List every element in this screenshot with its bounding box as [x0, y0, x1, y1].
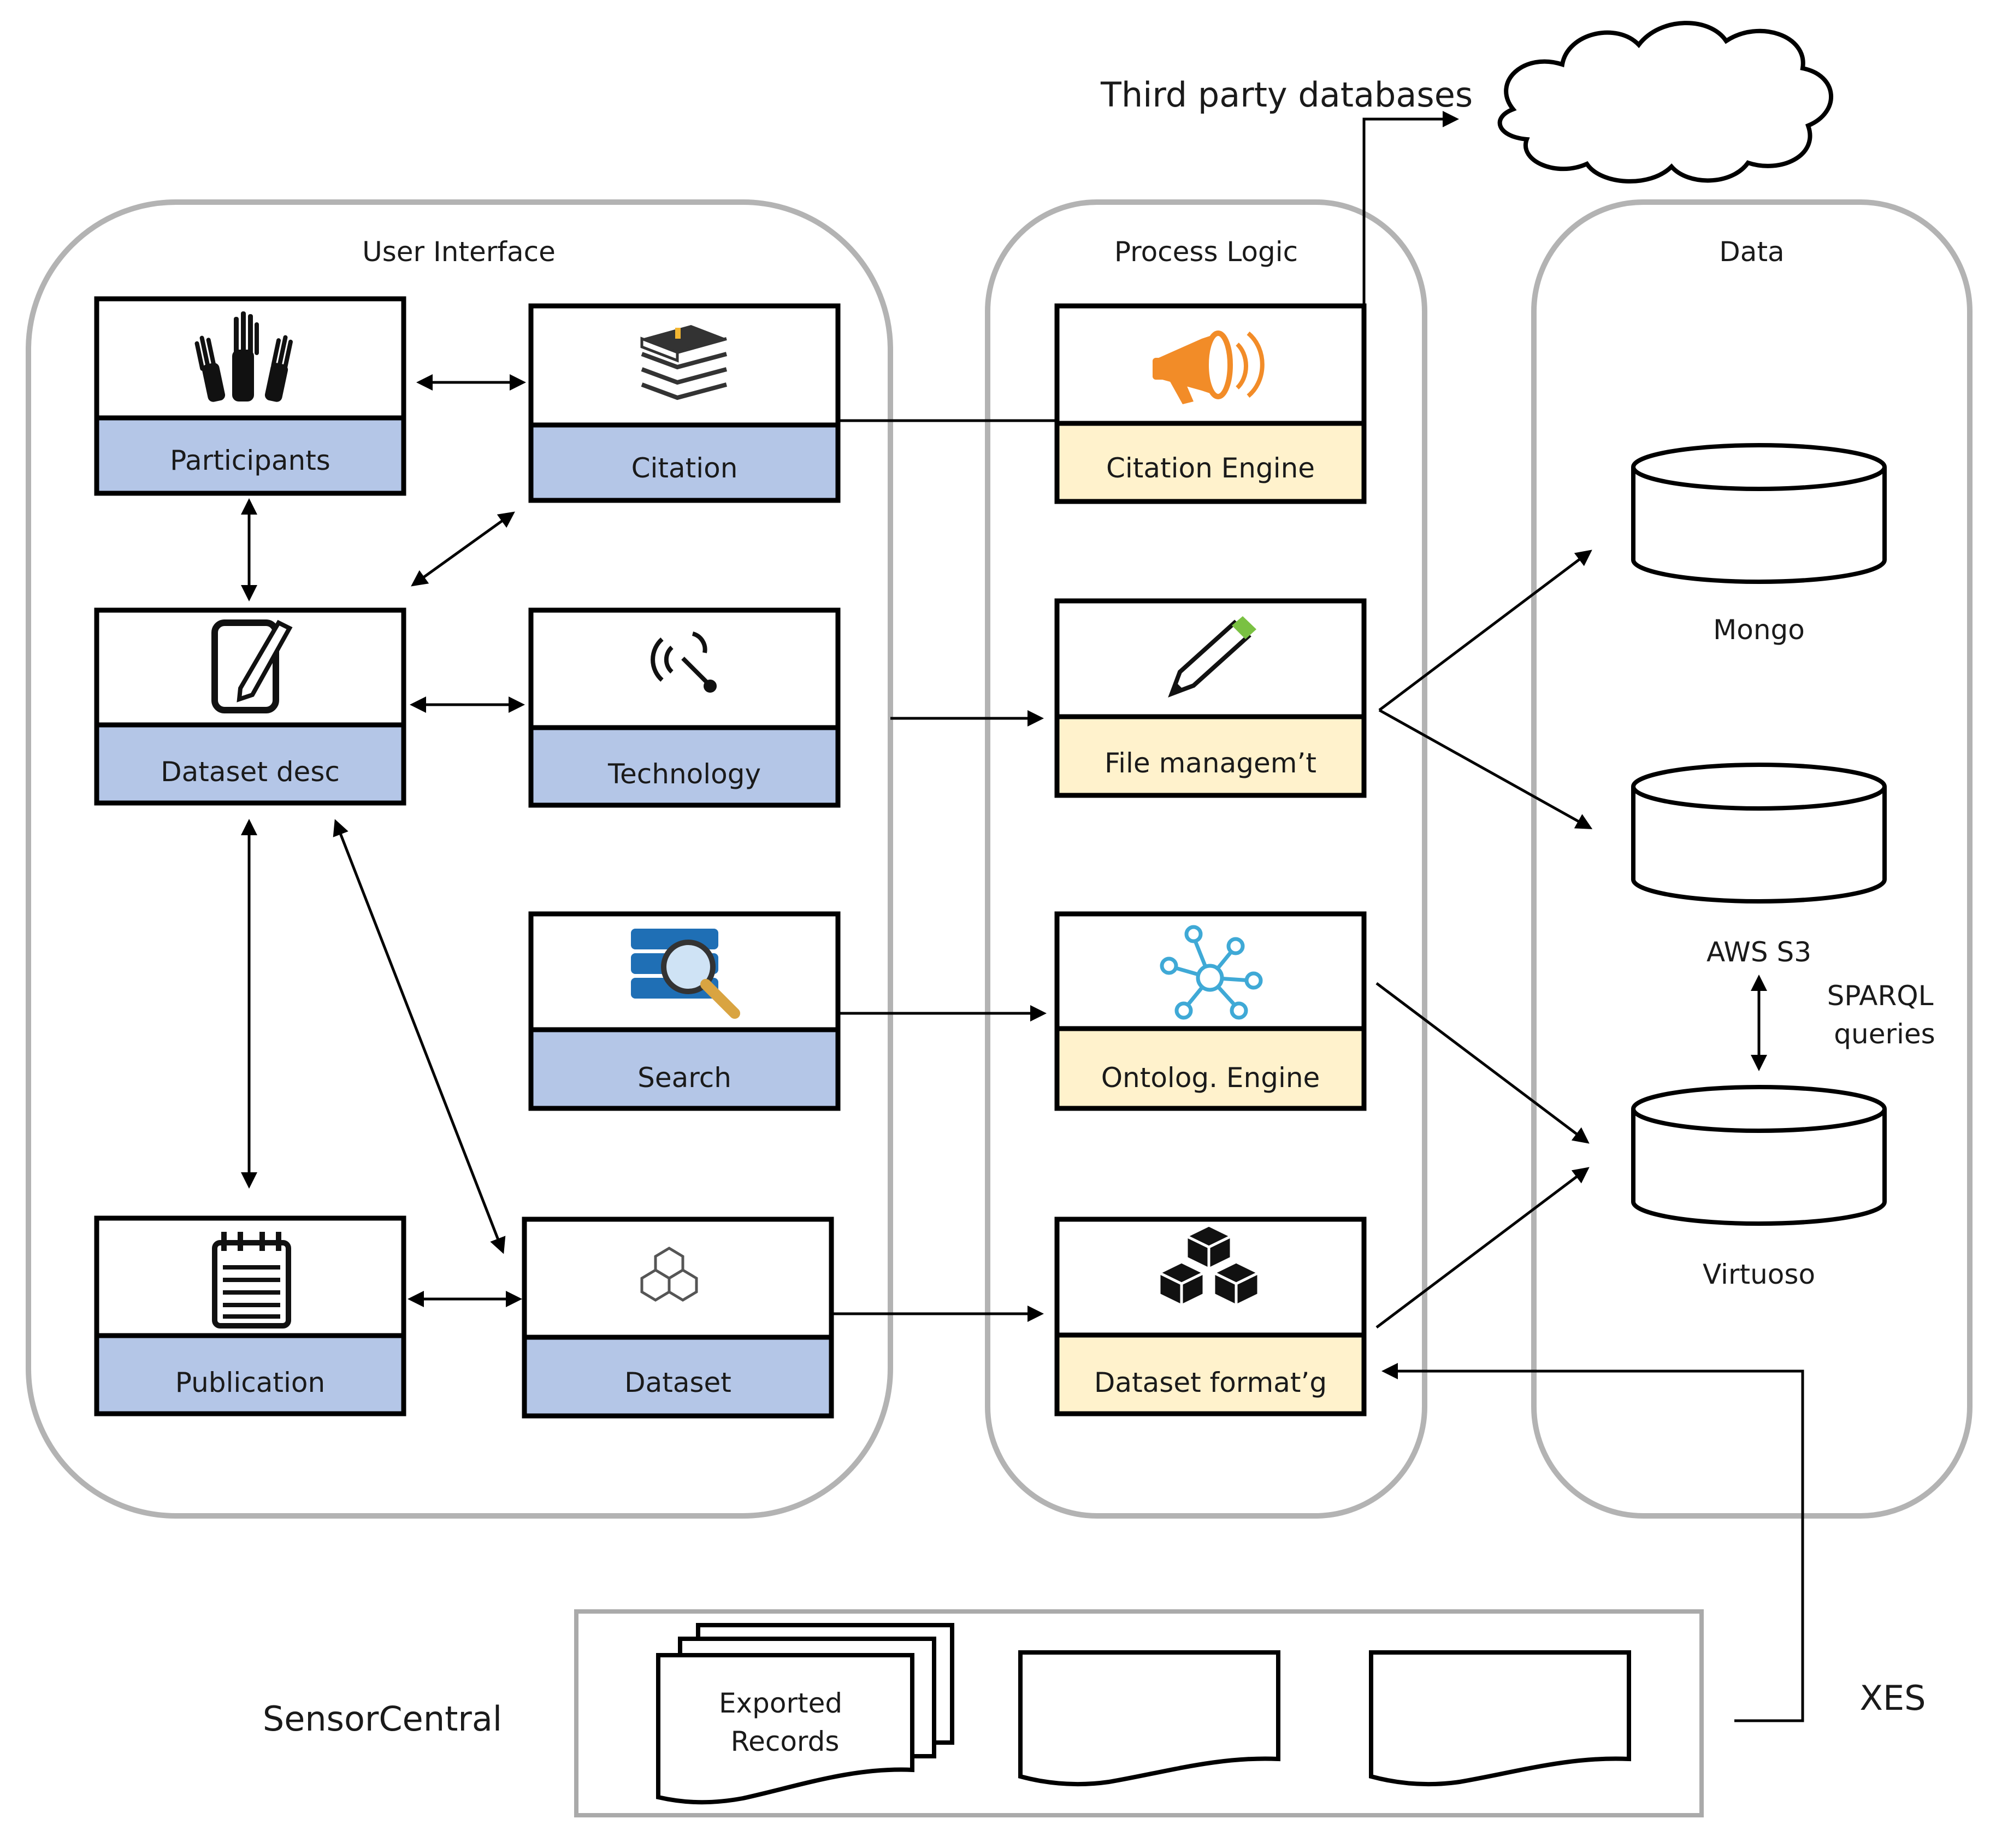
datastore-virtuoso[interactable]: Virtuoso: [1631, 1085, 1887, 1290]
antenna-signal-icon: [651, 631, 717, 693]
user-interface-container: [26, 199, 893, 1519]
module-file-management-label: File managem’t: [1105, 747, 1316, 779]
module-citation-label: Citation: [631, 452, 738, 484]
cubes-solid-icon: [1158, 1224, 1260, 1307]
section-title-user-interface: User Interface: [362, 236, 556, 268]
exported-records-document[interactable]: Exported Records: [656, 1623, 954, 1805]
module-search-label: Search: [637, 1062, 731, 1094]
module-dataset-formatting-label: Dataset format’g: [1094, 1367, 1327, 1398]
sparql-label-line1: SPARQL: [1827, 980, 1934, 1012]
module-ontology-engine-label: Ontolog. Engine: [1101, 1062, 1320, 1094]
record-document-3[interactable]: [1369, 1650, 1631, 1787]
datastore-aws-s3-label: AWS S3: [1706, 936, 1811, 968]
module-dataset[interactable]: Dataset: [522, 1217, 834, 1419]
datastore-mongo-label: Mongo: [1713, 614, 1805, 646]
exported-records-label: Exported Records: [719, 1687, 851, 1757]
module-technology[interactable]: Technology: [528, 607, 841, 808]
module-dataset-desc-label: Dataset desc: [161, 756, 340, 788]
data-container: [1531, 199, 1973, 1519]
section-title-process-logic: Process Logic: [1114, 236, 1298, 268]
exported-records-line1: Exported: [719, 1687, 842, 1719]
network-nodes-icon: [1160, 925, 1263, 1020]
module-citation-engine[interactable]: Citation Engine: [1054, 303, 1367, 504]
module-dataset-formatting[interactable]: Dataset format’g: [1054, 1217, 1367, 1416]
pencil-icon: [1168, 616, 1256, 698]
sparql-label-line2: queries: [1834, 1018, 1935, 1050]
datastore-aws-s3[interactable]: AWS S3: [1631, 763, 1887, 968]
module-file-management[interactable]: File managem’t: [1054, 598, 1367, 798]
module-citation-engine-label: Citation Engine: [1106, 452, 1315, 484]
cubes-outline-icon: [640, 1247, 698, 1302]
raised-hands-icon: [194, 311, 293, 402]
module-technology-label: Technology: [607, 758, 761, 790]
datastore-virtuoso-label: Virtuoso: [1703, 1259, 1815, 1290]
module-publication[interactable]: Publication: [94, 1215, 406, 1416]
record-document-2[interactable]: [1018, 1650, 1280, 1787]
third-party-label: Third party databases: [1100, 75, 1473, 115]
xes-label: XES: [1859, 1678, 1926, 1718]
module-participants[interactable]: Participants: [94, 296, 406, 496]
module-citation[interactable]: Citation: [528, 303, 841, 503]
database-search-icon: [631, 929, 740, 1019]
module-ontology-engine[interactable]: Ontolog. Engine: [1054, 911, 1367, 1111]
section-title-data: Data: [1719, 236, 1784, 268]
connectors: [241, 111, 1804, 1722]
module-search[interactable]: Search: [528, 911, 841, 1111]
module-publication-label: Publication: [175, 1367, 325, 1398]
process-logic-container: [985, 199, 1427, 1519]
exported-records-line2: Records: [731, 1726, 840, 1757]
cloud-icon: [1497, 21, 1834, 184]
book-stack-icon: [640, 325, 728, 400]
module-dataset-label: Dataset: [624, 1367, 731, 1398]
edit-note-icon: [211, 619, 293, 713]
sensor-central-label: SensorCentral: [263, 1699, 502, 1739]
module-participants-label: Participants: [170, 445, 330, 476]
module-dataset-desc[interactable]: Dataset desc: [94, 607, 406, 806]
sparql-label: SPARQL queries: [1827, 980, 1942, 1050]
megaphone-icon: [1153, 330, 1265, 404]
datastore-mongo[interactable]: Mongo: [1631, 443, 1887, 646]
notepad-icon: [212, 1232, 291, 1329]
